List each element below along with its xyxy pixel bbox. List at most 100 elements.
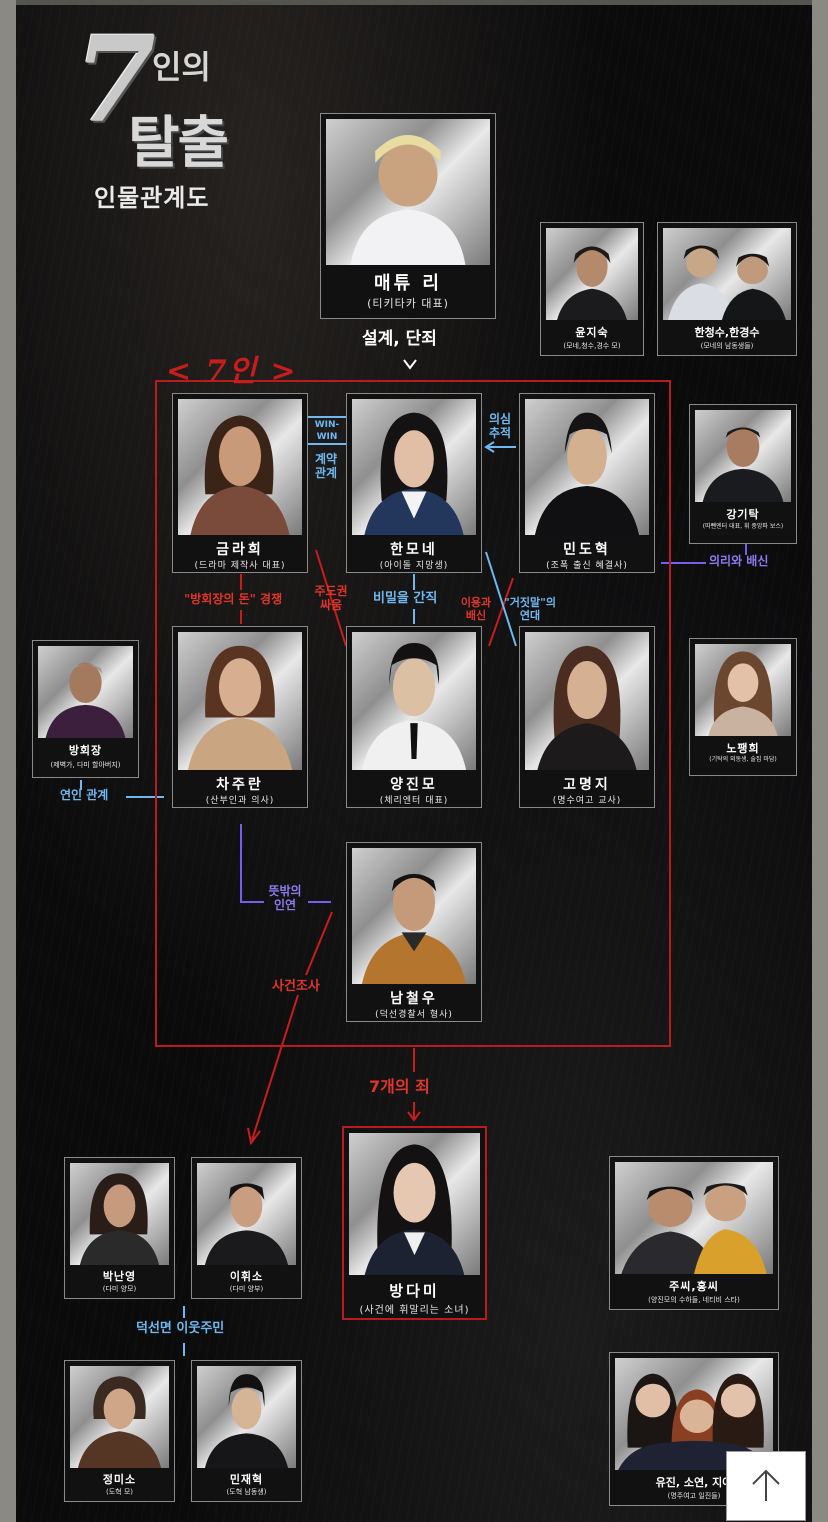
card-cha-juran[interactable]: 차주란 (산부인과 의사) <box>172 626 308 808</box>
portrait-min-jaehyuk <box>197 1366 296 1468</box>
logo-main: 탈출 <box>128 110 229 176</box>
card-han-mone[interactable]: 한모네 (아이돌 지망생) <box>346 393 482 573</box>
card-bang-dami[interactable]: 방다미 (사건에 휘말리는 소녀) <box>342 1126 487 1320</box>
name-cha-juran: 차주란 <box>216 777 264 793</box>
relation-unexpected: 뜻밖의 인연 <box>268 884 302 913</box>
card-nam-chulwoo[interactable]: 남철우 (덕선경찰서 형사) <box>346 842 482 1022</box>
card-han-brothers[interactable]: 한청수,한경수 (모네의 남동생들) <box>657 222 797 356</box>
role-go-myungji: (명수여고 교사) <box>552 796 622 806</box>
name-yang-jinmo: 양진모 <box>390 777 438 793</box>
card-jung-miso[interactable]: 정미소 (도혁 모) <box>64 1360 175 1502</box>
name-kang-gitak: 강기탁 <box>726 508 760 521</box>
card-ju-hong[interactable]: 주씨,홍씨 (양진모의 수하들, 네티비 스타) <box>609 1156 779 1310</box>
portrait-min-dohyuk <box>525 399 649 535</box>
relation-lie-alliance: "거짓말"의 연대 <box>504 596 556 623</box>
role-min-jaehyuk: (도혁 남동생) <box>226 1488 267 1496</box>
name-yun-jisuk: 윤지숙 <box>575 326 609 339</box>
role-jung-miso: (도혁 모) <box>105 1488 133 1496</box>
relation-winwin: WIN-WIN <box>314 420 340 442</box>
role-park-nanyoung: (다미 양모) <box>102 1285 137 1293</box>
portrait-nam-chulwoo <box>352 848 476 984</box>
role-yang-jinmo: (체리엔터 대표) <box>379 796 449 806</box>
top-bar <box>16 0 812 5</box>
scroll-top-button[interactable] <box>726 1451 806 1521</box>
relation-seven-sins: 7개의 죄 <box>369 1077 430 1096</box>
portrait-go-myungji <box>525 632 649 770</box>
group-label: < 7인 > <box>166 354 298 389</box>
relation-loyalty: 의리와 배신 <box>709 554 769 568</box>
name-lee-hwiso: 이휘소 <box>229 1270 264 1283</box>
card-lee-hwiso[interactable]: 이휘소 (다미 양부) <box>191 1157 302 1299</box>
card-yun-jisuk[interactable]: 윤지숙 (모네,청수,경수 모) <box>540 222 644 356</box>
role-bang-hoejang: (제벽가, 다미 할아버지) <box>50 761 121 769</box>
portrait-matthew-lee <box>326 119 490 265</box>
name-bang-dami: 방다미 <box>389 1282 440 1300</box>
name-geum-rahee: 금라희 <box>216 542 264 558</box>
portrait-han-brothers <box>663 228 791 320</box>
role-no-pyunghee: (기탁의 외동생, 술집 마담) <box>709 756 777 763</box>
relation-lovers: 연인 관계 <box>60 788 109 802</box>
relation-use-betray: 이용과 배신 <box>460 596 492 623</box>
card-geum-rahee[interactable]: 금라희 (드라마 제작사 대표) <box>172 393 308 573</box>
portrait-no-pyunghee <box>695 644 791 736</box>
card-min-jaehyuk[interactable]: 민재혁 (도혁 남동생) <box>191 1360 302 1502</box>
role-lee-hwiso: (다미 양부) <box>229 1285 264 1293</box>
portrait-jung-miso <box>70 1366 169 1468</box>
card-min-dohyuk[interactable]: 민도혁 (조폭 출신 혜결사) <box>519 393 655 573</box>
portrait-yun-jisuk <box>546 228 638 320</box>
role-nam-chulwoo: (덕선경찰서 형사) <box>375 1010 453 1020</box>
relation-doubt: 의심 추적 <box>488 412 512 441</box>
relation-investigation: 사건조사 <box>272 979 320 994</box>
name-han-mone: 한모네 <box>390 542 438 558</box>
portrait-han-mone <box>352 399 476 535</box>
role-geum-rahee: (드라마 제작사 대표) <box>194 561 286 571</box>
portrait-geum-rahee <box>178 399 302 535</box>
name-bang-hoejang: 방회장 <box>68 744 103 757</box>
card-yang-jinmo[interactable]: 양진모 (체리엔터 대표) <box>346 626 482 808</box>
role-cha-juran: (산부인과 의사) <box>205 796 275 806</box>
portrait-lee-hwiso <box>197 1163 296 1265</box>
card-kang-gitak[interactable]: 강기탁 (따뺀엔터 대표, 휘 중앙파 보스) <box>689 404 797 544</box>
name-matthew-lee: 매튜 리 <box>374 273 442 294</box>
relationship-chart: 7 인의 탈출 인물관계도 <box>16 0 812 1522</box>
role-ju-hong: (양진모의 수하들, 네티비 스타) <box>648 1296 740 1304</box>
logo-seven: 7 <box>74 10 157 149</box>
relation-design: 설계, 단죄 <box>362 329 437 349</box>
seven-people-frame <box>155 380 671 1047</box>
name-park-nanyoung: 박난영 <box>102 1270 137 1283</box>
role-yujin-group: (명주여고 일진들) <box>667 1492 721 1500</box>
card-bang-hoejang[interactable]: 방회장 (제벽가, 다미 할아버지) <box>32 640 139 778</box>
relation-lead-fight: 주도권 싸움 <box>314 584 348 613</box>
role-han-mone: (아이돌 지망생) <box>379 561 449 571</box>
role-matthew-lee: (티키타카 대표) <box>367 297 449 310</box>
card-park-nanyoung[interactable]: 박난영 (다미 양모) <box>64 1157 175 1299</box>
relation-money-fight: "방회장의 돈" 경쟁 <box>184 592 283 606</box>
card-go-myungji[interactable]: 고명지 (명수여고 교사) <box>519 626 655 808</box>
name-yujin-group: 유진, 소연, 지아 <box>655 1476 733 1489</box>
portrait-cha-juran <box>178 632 302 770</box>
role-han-brothers: (모네의 남동생들) <box>700 342 754 350</box>
role-yun-jisuk: (모네,청수,경수 모) <box>563 342 621 350</box>
drama-logo: 7 인의 탈출 <box>64 10 264 176</box>
portrait-kang-gitak <box>695 410 791 502</box>
role-min-dohyuk: (조폭 출신 혜결사) <box>546 561 628 571</box>
portrait-park-nanyoung <box>70 1163 169 1265</box>
name-go-myungji: 고명지 <box>563 777 611 793</box>
logo-inui: 인의 <box>152 48 211 86</box>
portrait-ju-hong <box>615 1162 773 1274</box>
name-nam-chulwoo: 남철우 <box>390 991 438 1007</box>
portrait-yang-jinmo <box>352 632 476 770</box>
name-han-brothers: 한청수,한경수 <box>694 326 760 339</box>
arrow-up-icon <box>752 1469 780 1501</box>
name-min-dohyuk: 민도혁 <box>563 542 611 558</box>
name-min-jaehyuk: 민재혁 <box>229 1473 264 1486</box>
name-ju-hong: 주씨,홍씨 <box>669 1280 719 1293</box>
card-no-pyunghee[interactable]: 노팽희 (기탁의 외동생, 술집 마담) <box>689 638 797 776</box>
relation-lines <box>80 359 747 1356</box>
role-kang-gitak: (따뺀엔터 대표, 휘 중앙파 보스) <box>702 523 784 530</box>
card-matthew-lee[interactable]: 매튜 리 (티키타카 대표) <box>320 113 496 319</box>
portrait-bang-dami <box>349 1133 480 1275</box>
page-title: 인물관계도 <box>94 184 210 212</box>
portrait-bang-hoejang <box>38 646 133 738</box>
relation-contract: 계약 관계 <box>314 452 338 481</box>
